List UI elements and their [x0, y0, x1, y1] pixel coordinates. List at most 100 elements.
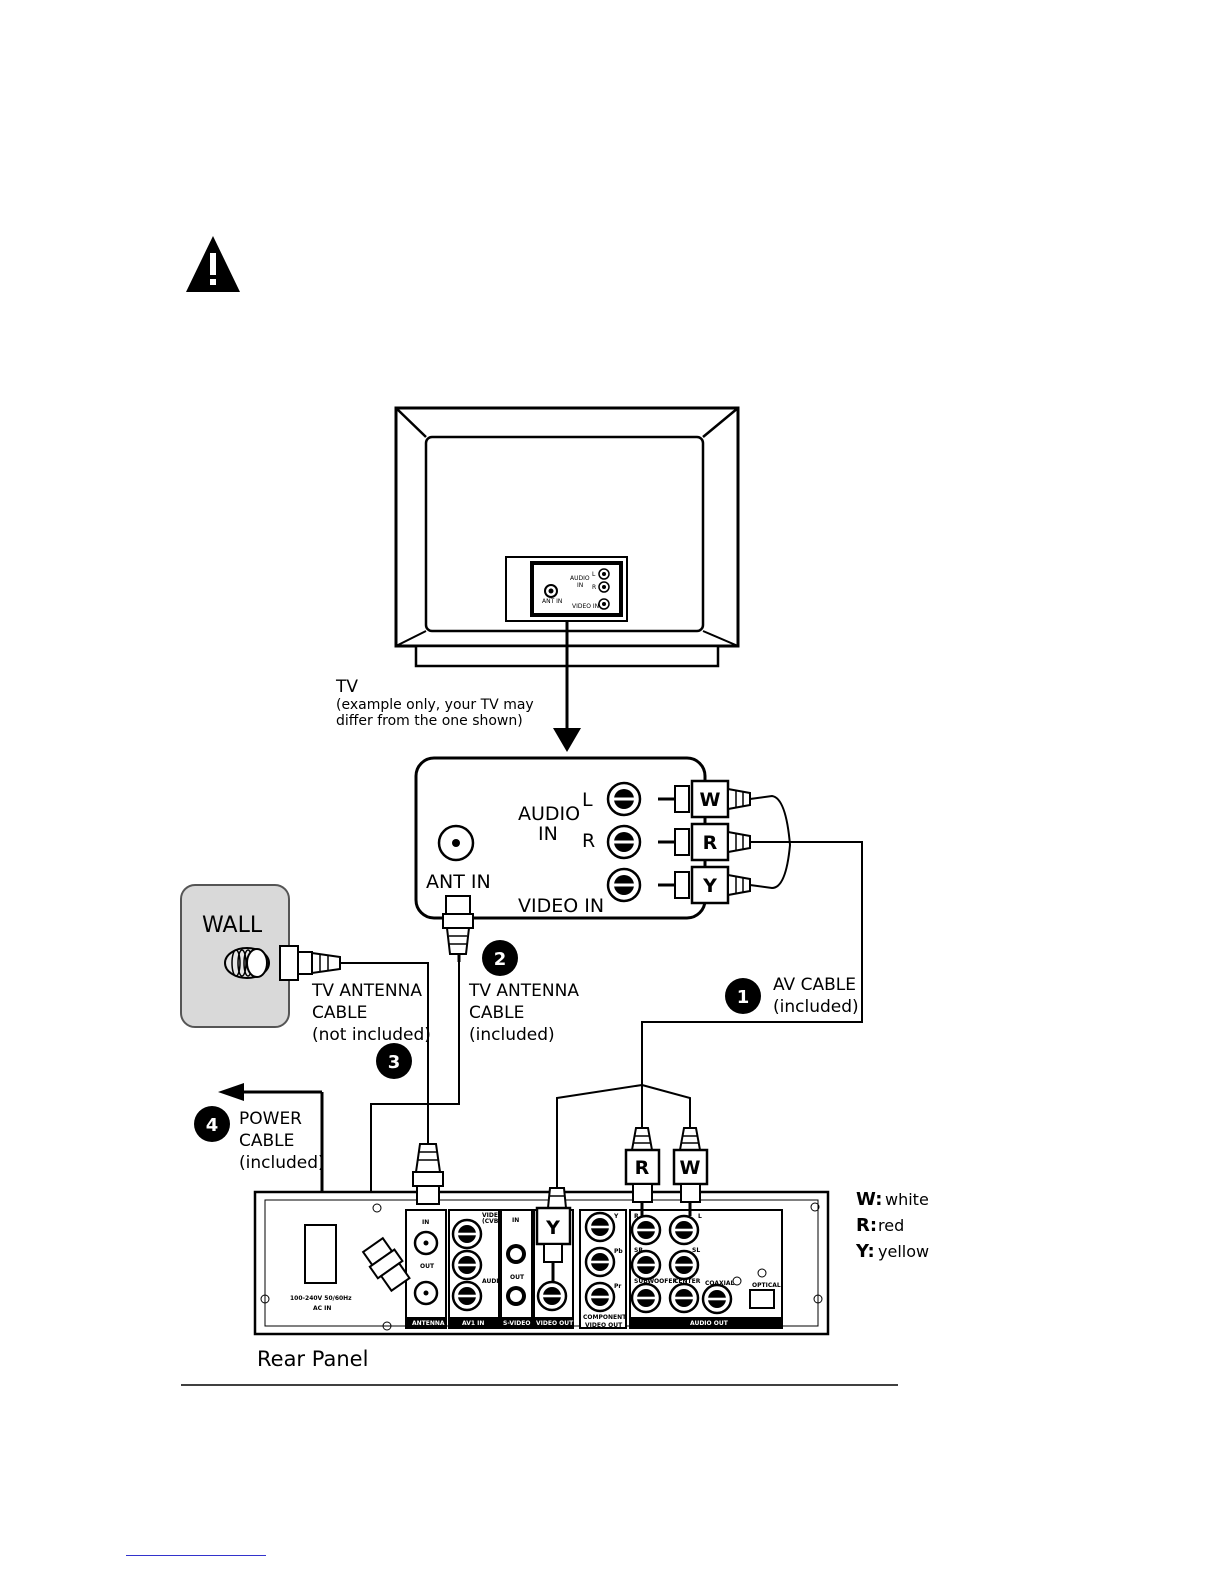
- av-cable-wires: [556, 794, 863, 1194]
- rear-antenna-in-plug: [361, 1236, 411, 1293]
- antenna-in-label: IN: [422, 1219, 429, 1226]
- component-video-out-label: VIDEO OUT: [585, 1322, 623, 1329]
- av1-audio-label: AUDIO: [482, 1278, 504, 1285]
- video-cvbs-sub-label: (CVBS): [482, 1218, 506, 1225]
- step-3-line1: TV ANTENNA: [311, 981, 422, 1001]
- step-2-line1: TV ANTENNA: [468, 981, 579, 1001]
- w-plug-rear: W: [672, 1127, 709, 1216]
- step-2-line2: CABLE: [469, 1003, 524, 1023]
- legend-r-value: red: [878, 1216, 904, 1235]
- footer-link-underline[interactable]: [126, 1555, 266, 1556]
- step-1-number: 1: [737, 987, 750, 1008]
- s-video-in-label: IN: [512, 1217, 519, 1224]
- component-y-label: Y: [613, 1213, 619, 1220]
- w-plug-rear-label: W: [680, 1157, 701, 1179]
- rear-antenna-out-plug: [412, 1143, 444, 1205]
- step-2-line3: (included): [469, 1025, 555, 1045]
- legend-w-key: W:: [856, 1189, 883, 1210]
- center-label: CENTER: [674, 1278, 701, 1285]
- audio-label: AUDIO: [518, 803, 580, 825]
- legend-r-key: R:: [856, 1215, 877, 1236]
- ant-in-label: ANT IN: [426, 871, 491, 893]
- ac-in-label: AC IN: [313, 1305, 331, 1312]
- step-4-number: 4: [206, 1115, 219, 1136]
- step-2: 2 TV ANTENNA CABLE (included): [468, 940, 579, 1045]
- tv-l-label: L: [592, 571, 596, 578]
- warning-icon: [186, 236, 240, 292]
- av-plugs-tv: W R Y: [658, 779, 751, 905]
- video-cvbs-label: VIDEO: [482, 1212, 503, 1219]
- audio-in-label: IN: [538, 823, 558, 845]
- coaxial-label: COAXIAL: [705, 1280, 734, 1287]
- step-3-line2: CABLE: [312, 1003, 367, 1023]
- tv-r-label: R: [592, 584, 596, 591]
- component-pb-label: Pb: [614, 1248, 623, 1255]
- wall-outlet: WALL: [180, 884, 290, 1028]
- color-legend: W: white R: red Y: yellow: [855, 1189, 929, 1262]
- tv-caption-line1: (example only, your TV may: [336, 697, 534, 713]
- tv-in-label: IN: [577, 582, 583, 589]
- step-3-line3: (not included): [312, 1025, 431, 1045]
- step-4: 4 POWER CABLE (included): [194, 1106, 325, 1173]
- y-plug-rear: Y: [535, 1187, 572, 1282]
- audio-l-jack: [606, 781, 642, 817]
- tv-ant-in-label: ANT IN: [542, 598, 562, 605]
- audio-out-l-label: L: [698, 1213, 702, 1220]
- audio-out-sl-label: SL: [692, 1247, 700, 1254]
- tv-caption-line2: differ from the one shown): [336, 713, 523, 729]
- tv-antenna-plug: [442, 895, 474, 962]
- antenna-out-label: OUT: [420, 1263, 435, 1270]
- step-3: TV ANTENNA CABLE (not included) 3: [311, 981, 431, 1079]
- audio-r-label: R: [582, 830, 595, 852]
- step-4-line2: CABLE: [239, 1131, 294, 1151]
- rear-panel-title: Rear Panel: [257, 1347, 368, 1371]
- legend-w-value: white: [885, 1190, 929, 1209]
- video-out-section-label: VIDEO OUT: [536, 1320, 574, 1327]
- antenna-cable-not-included-wire: [340, 962, 429, 1144]
- y-plug-label: Y: [702, 875, 717, 897]
- tv-jack-panel: ANT IN AUDIO IN L R VIDEO IN: [505, 556, 628, 622]
- audio-out-section-label: AUDIO OUT: [690, 1320, 729, 1327]
- component-label: COMPONENT: [583, 1314, 627, 1321]
- audio-l-label: L: [582, 789, 593, 811]
- w-plug-tv: W: [658, 779, 751, 819]
- wall-label: WALL: [202, 913, 263, 938]
- step-4-line3: (included): [239, 1153, 325, 1173]
- wall-antenna-plug: [279, 945, 341, 981]
- optical-label: OPTICAL: [752, 1282, 781, 1289]
- ac-in-voltage-label: 100-240V 50/60Hz: [290, 1295, 352, 1302]
- y-plug-tv: Y: [658, 865, 751, 905]
- step-3-number: 3: [388, 1052, 401, 1073]
- w-plug-label: W: [700, 789, 721, 811]
- av1-in-section-label: AV1 IN: [462, 1320, 484, 1327]
- audio-out-sr-label: SR: [634, 1247, 643, 1254]
- legend-y-key: Y:: [855, 1241, 875, 1262]
- legend-y-value: yellow: [878, 1242, 929, 1261]
- step-1-line1: AV CABLE: [773, 975, 856, 995]
- audio-out-r-label: R: [634, 1213, 639, 1220]
- tv-audio-label: AUDIO: [570, 575, 590, 582]
- antenna-section-label: ANTENNA: [412, 1320, 445, 1327]
- audio-r-jack: [606, 824, 642, 860]
- component-pr-label: Pr: [614, 1283, 621, 1290]
- antenna-cable-included-wire: [370, 962, 460, 1240]
- video-in-jack: [606, 867, 642, 903]
- step-1-line2: (included): [773, 997, 859, 1017]
- step-1: 1 AV CABLE (included): [725, 975, 859, 1017]
- r-plug-label: R: [703, 832, 718, 854]
- zoom-arrow: [553, 621, 581, 752]
- tv-caption-title: TV: [335, 677, 358, 697]
- subwoofer-label: SUBWOOFER: [634, 1278, 677, 1285]
- s-video-section-label: S-VIDEO: [503, 1320, 530, 1327]
- s-video-out-label: OUT: [510, 1274, 525, 1281]
- step-4-line1: POWER: [239, 1109, 302, 1129]
- r-plug-tv: R: [658, 822, 751, 862]
- tv-jack-panel-zoom: ANT IN AUDIO IN L R VIDEO IN: [414, 756, 707, 920]
- video-in-label: VIDEO IN: [518, 895, 604, 917]
- r-plug-rear-label: R: [635, 1157, 650, 1179]
- r-plug-rear: R: [624, 1127, 661, 1216]
- tv-video-in-label: VIDEO IN: [572, 603, 599, 610]
- y-plug-rear-label: Y: [545, 1217, 560, 1239]
- step-2-number: 2: [494, 949, 507, 970]
